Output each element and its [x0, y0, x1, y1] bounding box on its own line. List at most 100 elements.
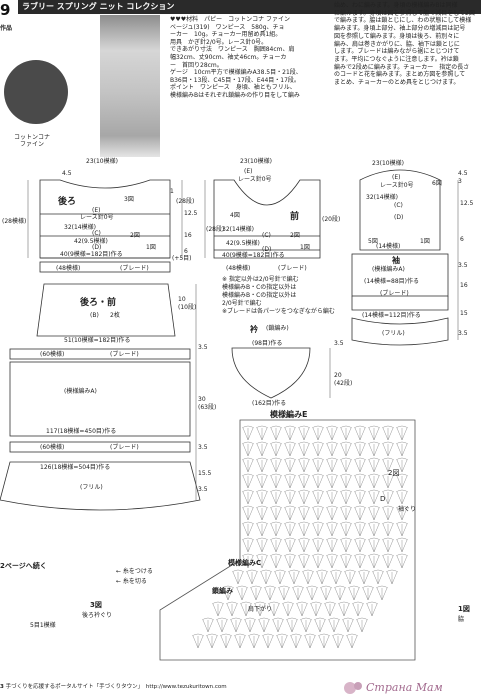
sleeve-frill: (フリル) [382, 330, 405, 337]
chart-fan-mark [381, 489, 395, 505]
chart-fan-mark [367, 505, 381, 521]
chart-fan-mark [285, 617, 299, 633]
collar-title: 衿 [250, 325, 258, 334]
motif-fig1: 1図 [458, 605, 470, 613]
back-dim-45: 4.5 [62, 170, 72, 177]
chart-fan-mark [395, 489, 409, 505]
skirt-braid: (ブレード) [110, 351, 139, 358]
chart-fan-mark [269, 505, 283, 521]
chart-fan-mark [333, 585, 347, 601]
chart-fan-mark [303, 633, 317, 649]
footer: 3 手づくりを応援するポータルサイト「手づくりタウン」 http://www.t… [0, 681, 481, 693]
chart-fan-mark [361, 585, 375, 601]
page-number: 9 [0, 0, 18, 24]
chart-fan-mark [381, 425, 395, 441]
collar-dim-35: 3.5 [334, 340, 344, 347]
chart-fan-mark [311, 537, 325, 553]
chart-fan-mark [309, 601, 323, 617]
chart-fan-mark [287, 569, 301, 585]
chart-fan-mark [325, 441, 339, 457]
chart-fan-mark [255, 521, 269, 537]
sleeve-width-32: 32(14模様) [366, 194, 398, 201]
instruction-line: 編みで2段めに編みます。チョーカー 指定の長さ [334, 63, 470, 71]
chart-fan-mark [283, 505, 297, 521]
motif-back-neck: 後ろ衿ぐり [82, 612, 113, 619]
chart-fan-mark [339, 521, 353, 537]
sleeve-c: (C) [394, 202, 403, 209]
chart-fan-mark [269, 425, 283, 441]
chart-fan-mark [353, 505, 367, 521]
chart-fan-mark [245, 569, 259, 585]
motif-fig2: 2図 [388, 469, 400, 477]
back-side-left: (28模様) [2, 218, 27, 225]
chart-fan-mark [201, 617, 215, 633]
chart-fan-mark [235, 585, 249, 601]
back-width-42: 42(9.5模様) [74, 238, 108, 245]
chart-fan-mark [257, 617, 271, 633]
chart-fan-mark [395, 441, 409, 457]
front-band: (48模様) [226, 265, 251, 272]
chart-fan-mark [395, 537, 409, 553]
chart-fan-mark [297, 521, 311, 537]
front-width-32: 32(14模様) [222, 226, 254, 233]
chart-fan-mark [317, 633, 331, 649]
chart-fan-mark [343, 569, 357, 585]
chart-fan-mark [231, 569, 245, 585]
instructions-text: 始め、わに編みます。身頃の模様編みBは同様に編みます。身頃は図を参照して脇で減目… [334, 2, 480, 87]
pattern-notes: ※ 指定以外は2/0号針で編む模様編みB・Cの指定以外は模様編みB・Cの指定以外… [222, 276, 342, 316]
instruction-line: まとめ、チョーカーのとめ具をとじつけます。 [334, 79, 460, 87]
chart-fan-mark [267, 601, 281, 617]
chart-fan-mark [325, 521, 339, 537]
front-dim-20: (20段) [322, 216, 341, 223]
sleeve-dim: 15 [460, 310, 468, 317]
chart-fan-mark [255, 425, 269, 441]
motif-sleeve-cap: 袖ぐり [398, 506, 417, 513]
chart-fan-mark [337, 601, 351, 617]
spec-line: ♥♥♥材料 パピー コットンコナ ファイン [170, 16, 291, 23]
chart-fan-mark [261, 633, 275, 649]
spec-line: ポイント ワンピース 身頃、袖ともフリル、 [170, 84, 296, 92]
chart-fan-mark [205, 633, 219, 649]
chart-fan-mark [325, 537, 339, 553]
skirt-dim: 30 [198, 396, 206, 403]
model-photo [100, 15, 160, 157]
instruction-line: に編みます。身頃は図を参照して脇で減目をして2図 [334, 9, 475, 17]
instruction-line: 編みます。身頃上部分、袖上部分の増減目は記号 [334, 25, 466, 33]
chart-fan-mark [249, 585, 263, 601]
sleeve-dim: 3.5 [458, 262, 468, 269]
front-row-e: (E) [244, 168, 253, 175]
sleeve-fig: 6図 [432, 180, 442, 187]
sleeve-needle: レース針0号 [380, 182, 414, 189]
chart-fan-mark [353, 553, 367, 569]
instruction-line: で編みます。脇は鎖とじにし、わの状態にして模様 [334, 17, 472, 25]
back-dim-5: (+5目) [172, 255, 192, 262]
chart-fan-mark [247, 633, 261, 649]
chart-fan-mark [297, 441, 311, 457]
chart-fan-mark [289, 633, 303, 649]
chart-fan-mark [353, 521, 367, 537]
chart-fan-mark [365, 601, 379, 617]
motif-cut-note: ← 糸を切る [116, 578, 147, 585]
skirt-dim: 3.5 [198, 486, 208, 493]
chart-fan-mark [357, 569, 371, 585]
chart-fan-mark [381, 457, 395, 473]
chart-fan-mark [395, 521, 409, 537]
sleeve-width-88: (14模様=88目)作る [364, 278, 419, 285]
chart-fan-mark [283, 537, 297, 553]
motif-chain: 鎖編み [212, 587, 233, 595]
chart-fan-mark [311, 473, 325, 489]
chart-fan-mark [277, 585, 291, 601]
skirt-dim: (63段) [198, 404, 217, 411]
yarn-swatch-icon [4, 60, 68, 124]
chart-fan-mark [191, 633, 205, 649]
front-c: (C) [262, 232, 271, 239]
skirt-braid2: (ブレード) [110, 444, 139, 451]
chart-fan-mark [299, 617, 313, 633]
front-fig2: 2図 [290, 232, 300, 239]
front-fig: 4図 [230, 212, 240, 219]
sleeve-width-14: (14模様) [376, 243, 401, 250]
chart-fan-mark [367, 537, 381, 553]
spec-line: B36目・13段、C45目・17段、E44目・17段。 [170, 76, 300, 84]
chart-fan-mark [295, 601, 309, 617]
chart-fan-mark [297, 537, 311, 553]
